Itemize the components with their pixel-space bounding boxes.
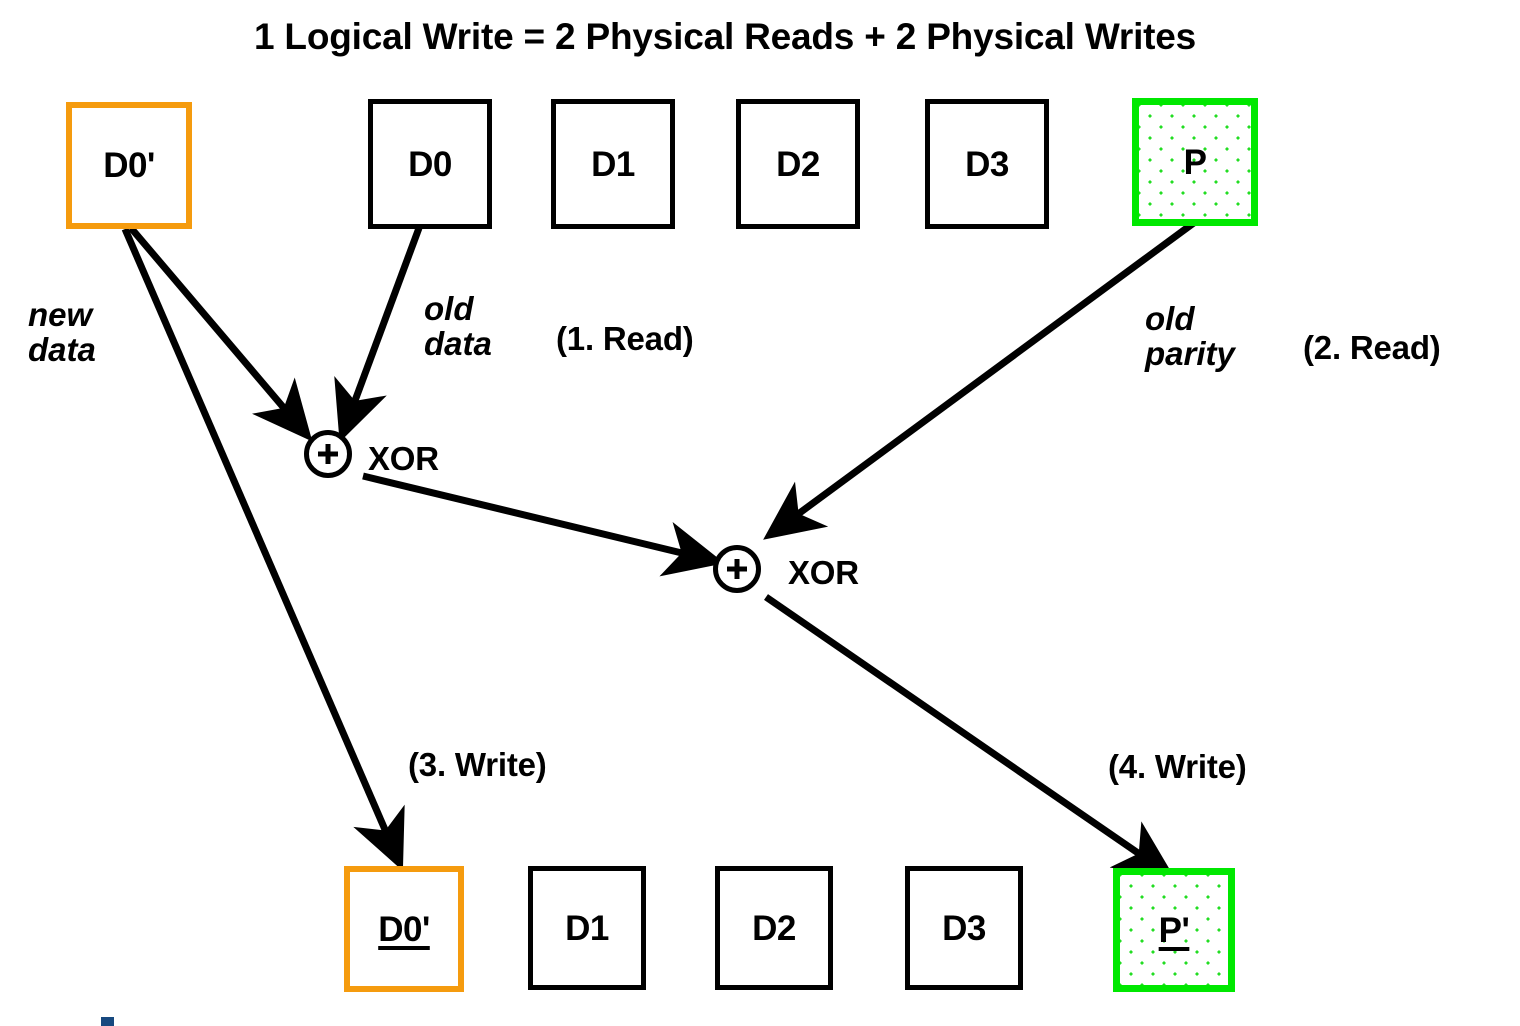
disk-box-d1-bottom[interactable]: D1 xyxy=(528,866,646,990)
annotation-step-2-read: (2. Read) xyxy=(1303,329,1441,366)
disk-box-d3-top[interactable]: D3 xyxy=(925,99,1049,229)
disk-box-label: D0 xyxy=(408,144,452,184)
disk-box-d0-prime-bottom[interactable]: D0' xyxy=(344,866,464,992)
xor-gate-1[interactable] xyxy=(304,430,352,478)
arrow-newdata-to-xor1 xyxy=(128,225,313,442)
disk-box-d1-top[interactable]: D1 xyxy=(551,99,675,229)
arrow-newdata-to-bottom-d0prime xyxy=(121,227,405,871)
disk-box-label: D2 xyxy=(752,908,796,948)
arrow-xor2-to-newparity xyxy=(764,594,1176,879)
annotation-step-4-write: (4. Write) xyxy=(1108,748,1247,785)
annotation-old-data: old data xyxy=(424,290,492,362)
annotation-step-3-write: (3. Write) xyxy=(408,746,547,783)
disk-box-d0-top[interactable]: D0 xyxy=(368,99,492,229)
disk-box-parity-top[interactable]: P xyxy=(1132,98,1258,226)
arrow-oldparity-to-xor2 xyxy=(763,219,1198,540)
page-title: 1 Logical Write = 2 Physical Reads + 2 P… xyxy=(253,16,1197,57)
disk-box-parity-prime-bottom[interactable]: P' xyxy=(1113,868,1235,992)
xor-gate-2-label: XOR xyxy=(788,554,859,591)
annotation-step-1-read: (1. Read) xyxy=(556,320,694,357)
disk-box-d2-top[interactable]: D2 xyxy=(736,99,860,229)
disk-box-label: D1 xyxy=(591,144,635,184)
xor-gate-2[interactable] xyxy=(713,545,761,593)
disk-box-label: P' xyxy=(1158,910,1190,950)
disk-box-d0-prime-top[interactable]: D0' xyxy=(66,102,192,229)
disk-box-label: D0' xyxy=(378,909,430,949)
arrow-olddata-to-xor1 xyxy=(334,226,423,443)
arrow-xor1-to-xor2 xyxy=(362,472,725,577)
disk-box-label: D1 xyxy=(565,908,609,948)
bottom-edge-artifact xyxy=(101,1017,114,1026)
annotation-old-parity: old parity xyxy=(1145,300,1235,372)
disk-box-label: D3 xyxy=(965,144,1009,184)
disk-box-d2-bottom[interactable]: D2 xyxy=(715,866,833,990)
annotation-new-data: new data xyxy=(28,296,96,368)
disk-box-label: D0' xyxy=(103,146,155,185)
disk-box-d3-bottom[interactable]: D3 xyxy=(905,866,1023,990)
disk-box-label: D2 xyxy=(776,144,820,184)
xor-gate-1-label: XOR xyxy=(368,440,439,477)
disk-box-label: P xyxy=(1183,142,1207,182)
disk-box-label: D3 xyxy=(942,908,986,948)
